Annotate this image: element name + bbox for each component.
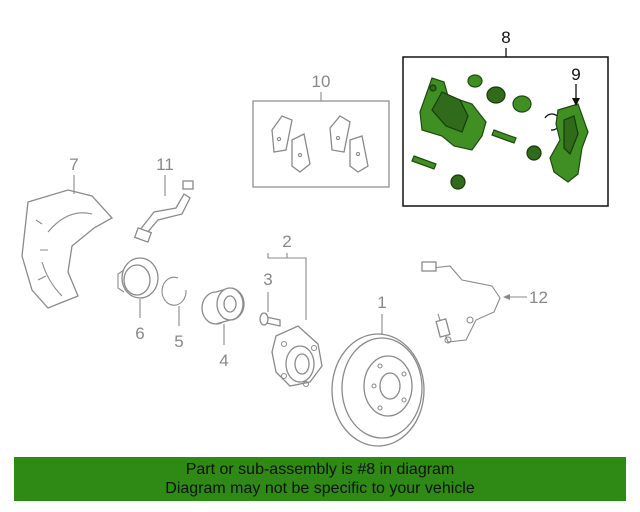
part-2-hub[interactable]: [267, 253, 323, 388]
pad-2: [291, 133, 311, 173]
callout-1: 1: [377, 293, 386, 312]
slide-pin-1: [491, 129, 517, 144]
part-11-brake-hose[interactable]: [133, 175, 194, 243]
callout-5: 5: [174, 332, 183, 351]
part-10-brake-pads[interactable]: [252, 92, 390, 188]
part-12-abs-sensor[interactable]: [421, 261, 527, 344]
caliper-piston-bore: [431, 91, 469, 133]
pin-boot-1: [526, 145, 542, 161]
part-8-caliper-assembly[interactable]: [402, 48, 609, 207]
caliper-piston: [486, 86, 506, 104]
slide-pin-2: [411, 155, 437, 170]
callout-8: 8: [501, 28, 510, 47]
part-5-snap-ring[interactable]: [161, 276, 187, 326]
callout-3: 3: [263, 270, 272, 289]
banner-line-2: Diagram may not be specific to your vehi…: [165, 480, 475, 497]
callout-9: 9: [571, 65, 580, 84]
hose-fitting: [133, 227, 153, 243]
shield-outline: [21, 189, 114, 309]
pin-boot-2: [450, 174, 466, 190]
hose-body: [139, 193, 191, 235]
part-6-seal[interactable]: [117, 257, 159, 318]
pad-4: [349, 135, 369, 173]
part-4-bearing[interactable]: [201, 287, 245, 345]
pad-1: [271, 115, 293, 153]
banner-line-1: Part or sub-assembly is #8 in diagram: [185, 461, 455, 478]
callout-12: 12: [529, 288, 548, 307]
info-banner: Part or sub-assembly is #8 in diagram Di…: [14, 457, 626, 501]
part-2-leader: [267, 253, 307, 320]
part-1-rotor[interactable]: [331, 314, 425, 447]
callout-6: 6: [135, 324, 144, 343]
callout-11: 11: [156, 155, 174, 174]
part-3-hub-bolt[interactable]: [259, 292, 281, 327]
callout-10: 10: [312, 72, 331, 91]
callout-4: 4: [219, 351, 228, 370]
pad-3: [329, 115, 351, 153]
part-7-dust-shield[interactable]: [21, 175, 114, 309]
caliper-seal: [467, 74, 483, 88]
caliper-boot: [512, 95, 532, 113]
callout-7: 7: [69, 155, 78, 174]
callout-2: 2: [282, 232, 291, 251]
